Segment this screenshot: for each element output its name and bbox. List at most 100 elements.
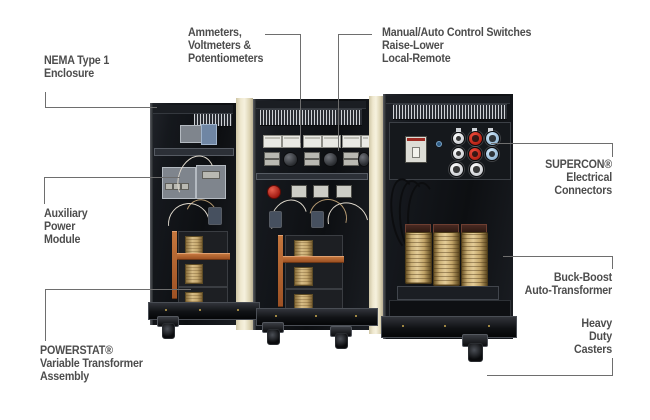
right-cabinet-top-bezel [386,96,510,104]
left-cabinet-edge [150,103,153,325]
leader-meters-horizontal [265,34,301,35]
supercon-connector-white-3[interactable] [449,162,464,177]
callout-control-switches-text: Manual/Auto Control Switches Raise-Lower… [382,27,532,66]
indicator-lamp [436,141,442,147]
potentiometer-knob-1[interactable] [283,152,298,167]
middle-cabinet-top-bezel [256,101,366,109]
powerstat-copper-busbar-middle [278,256,344,263]
meter-3 [303,135,322,148]
leader-casters-vertical [612,358,613,376]
leader-control-horizontal [338,34,372,35]
middle-cabinet-base [256,308,378,326]
callout-supercon-text: SUPERCON® Electrical Connectors [545,159,612,198]
caster-1 [157,316,179,339]
middle-cabinet-divider-rail [256,173,368,180]
supercon-connector-blue-2[interactable] [485,147,499,161]
main-circuit-breaker[interactable] [405,136,427,163]
right-cabinet-cable-3 [407,182,437,256]
supercon-connector-blue-1[interactable] [485,131,500,146]
powerstat-copper-busbar-vertical [172,231,177,299]
middle-cabinet-capacitor-2 [311,211,324,228]
callout-control-switches: Manual/Auto Control Switches Raise-Lower… [382,27,531,67]
meter-2 [282,135,301,148]
leader-nema-vertical [45,92,46,108]
supercon-connector-white-4[interactable] [469,162,484,177]
powerstat-transformer-2 [178,259,228,287]
callout-casters-text: Heavy Duty Casters [574,318,612,357]
meter-4 [322,135,341,148]
leader-buckboost-horizontal [503,256,612,257]
control-switch-group-2b [304,159,320,166]
middle-cabinet-edge [253,99,256,330]
callout-nema-enclosure: NEMA Type 1 Enclosure [44,55,109,81]
aux-module-upper-plate [180,125,202,143]
control-switch-group-2 [304,152,320,159]
supercon-connector-white-1[interactable] [452,132,465,145]
leader-aux-horizontal [44,177,180,178]
callout-casters: Heavy Duty Casters [496,318,612,358]
powerstat-copper-busbar-middle-vertical [278,235,283,307]
supercon-connector-white-2[interactable] [452,147,465,160]
aux-module-secondary [196,165,226,199]
callout-powerstat-text: POWERSTAT® Variable Transformer Assembly [40,345,143,384]
buck-boost-mounting-base [397,286,499,300]
control-block-2 [313,185,329,198]
callout-nema-enclosure-text: NEMA Type 1 Enclosure [44,55,110,81]
caster-4 [462,334,488,362]
middle-cabinet-vent [260,109,362,126]
leader-casters-horizontal [487,375,613,376]
control-block-1 [291,185,307,198]
control-switch-group-3 [343,152,359,159]
supercon-connector-red-1[interactable] [468,131,483,146]
powerstat-transformer-5 [285,262,343,289]
meter-1 [263,135,282,148]
leader-powerstat-vertical [45,289,46,341]
right-cabinet-edge [383,94,386,339]
callout-supercon: SUPERCON® Electrical Connectors [496,159,612,199]
leader-buckboost-vertical [612,256,613,269]
emergency-stop-button[interactable] [267,185,281,199]
left-cabinet [150,103,236,325]
supercon-connector-red-2[interactable] [468,147,482,161]
cabinet-divider-right [369,96,383,334]
control-switch-group-1 [264,152,280,159]
aux-module-upper-blue-unit [201,124,217,145]
buck-boost-coil-2 [433,232,460,286]
right-cabinet-vent [393,104,507,120]
callout-meters-text: Ammeters, Voltmeters & Potentiometers [188,27,264,66]
leader-aux-vertical [44,177,45,204]
middle-cabinet-capacitor-1 [269,211,282,228]
left-cabinet-top-bezel [153,105,233,114]
leader-supercon-horizontal [491,143,612,144]
meter-5 [342,135,361,148]
control-switch-group-1b [264,159,280,166]
powerstat-coil-2 [185,264,203,284]
callout-meters: Ammeters, Voltmeters & Potentiometers [188,27,263,67]
callout-aux-power: Auxiliary Power Module [44,208,88,248]
buck-boost-coil-3 [461,232,488,288]
caster-2 [262,322,284,345]
powerstat-coil-5 [294,267,313,286]
aux-module-switch-2 [173,183,181,190]
leader-control-vertical [338,34,339,151]
leader-nema-horizontal [45,107,157,108]
right-cabinet [383,94,513,339]
callout-powerstat: POWERSTAT® Variable Transformer Assembly [40,345,143,385]
right-cabinet-base [381,316,517,338]
leader-meters-vertical [300,34,301,143]
middle-cabinet [253,99,369,330]
control-block-3 [336,185,352,198]
aux-module-switch-3 [181,183,189,190]
potentiometer-knob-3[interactable] [358,152,369,167]
potentiometer-knob-2[interactable] [323,152,338,167]
aux-module-secondary-switch [202,171,220,179]
meter-6 [361,135,369,148]
aux-module-switch-1 [165,183,173,190]
leader-supercon-vertical [612,143,613,157]
callout-buck-boost: Buck-Boost Auto-Transformer [466,272,613,298]
control-switch-group-3b [343,159,359,166]
callout-aux-power-text: Auxiliary Power Module [44,208,88,247]
leader-powerstat-horizontal [45,289,191,290]
